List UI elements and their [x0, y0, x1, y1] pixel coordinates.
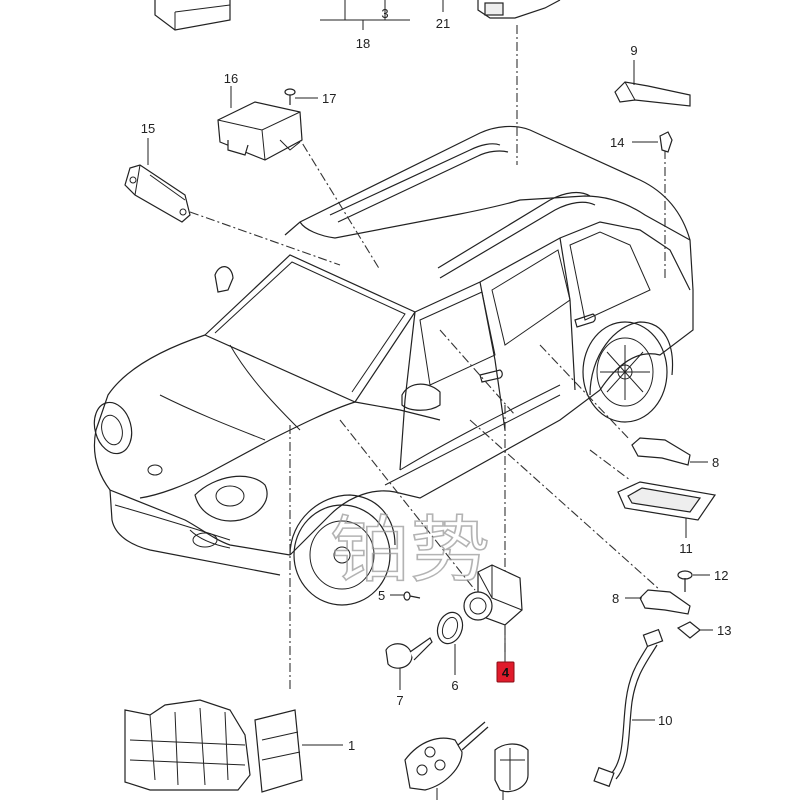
- callout-7: 7: [396, 693, 403, 708]
- part-1-control-unit: [124, 699, 303, 793]
- part-15-bracket: [124, 164, 191, 223]
- part-control-unit-top: [154, 0, 231, 31]
- callout-14: 14: [610, 135, 624, 150]
- callout-10: 10: [658, 713, 672, 728]
- callout-4-highlight: [496, 661, 515, 683]
- callout-11: 11: [679, 541, 693, 556]
- part-7-key-blank: [385, 637, 433, 669]
- callout-8-upper: 8: [712, 455, 719, 470]
- part-12-screw: [677, 570, 693, 592]
- callout-9: 9: [630, 43, 637, 58]
- callout-1: 1: [348, 738, 355, 753]
- part-6-ring: [436, 611, 464, 645]
- part-16-module: [217, 101, 303, 161]
- part-17-screw: [284, 88, 296, 105]
- callout-15: 15: [141, 121, 155, 136]
- callout-17: 17: [322, 91, 336, 106]
- part-10-cable: [593, 628, 664, 788]
- callout-numbers: 3 18 21 16 17 15 9 14 8 11 12 8 13 10 5 …: [141, 6, 732, 753]
- part-14-clip: [659, 131, 673, 153]
- part-key-fob: [404, 721, 489, 791]
- part-8-upper: [631, 437, 691, 466]
- part-13-nut: [676, 621, 701, 639]
- part-4-ignition-lock: [463, 564, 523, 626]
- callout-6: 6: [451, 678, 458, 693]
- part-9-bar: [614, 81, 691, 107]
- callout-leaders: [147, 0, 713, 800]
- callout-12: 12: [714, 568, 728, 583]
- callout-4: 4: [502, 665, 510, 680]
- callout-21: 21: [436, 16, 450, 31]
- callout-8-lower: 8: [612, 591, 619, 606]
- callout-18: 18: [356, 36, 370, 51]
- part-8-lower: [639, 589, 691, 615]
- part-11-lens: [617, 481, 717, 521]
- part-5-pin: [403, 591, 421, 601]
- watermark: 铂势: [330, 508, 490, 592]
- callout-5: 5: [378, 588, 385, 603]
- part-21-module: [477, 0, 561, 19]
- part-crest-badge: [494, 743, 529, 793]
- callout-16: 16: [224, 71, 238, 86]
- callout-13: 13: [717, 623, 731, 638]
- callout-3: 3: [381, 6, 388, 21]
- vehicle-outline: [93, 125, 694, 606]
- leader-lines: [189, 25, 666, 690]
